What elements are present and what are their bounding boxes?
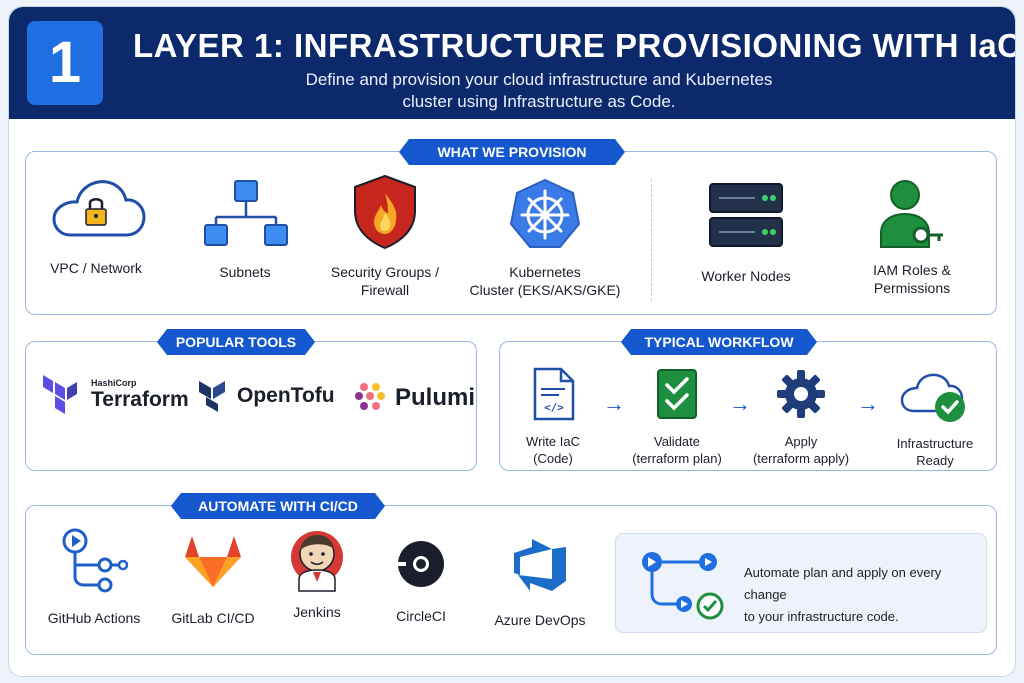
firewall-shield-icon [354, 174, 416, 250]
subtitle-line-2: cluster using Infrastructure as Code. [402, 92, 676, 111]
workflow-label-2: (Code) [533, 451, 573, 466]
subtitle-line-1: Define and provision your cloud infrastr… [305, 70, 773, 89]
kubernetes-icon [509, 178, 581, 248]
page-subtitle: Define and provision your cloud infrastr… [209, 69, 869, 113]
automation-note-text: Automate plan and apply on every change … [744, 562, 984, 628]
provision-label: Kubernetes [509, 264, 581, 280]
workflow-label: Validate [653, 434, 700, 449]
tool-name: Pulumi [395, 384, 476, 411]
cicd-item-github-actions: GitHub Actions [39, 527, 149, 627]
workflow-label-2: (terraform plan) [632, 451, 722, 466]
terraform-logo-icon [43, 375, 77, 414]
code-document-icon: </> [533, 367, 575, 421]
automation-note-line-2: to your infrastructure code. [744, 609, 899, 624]
provision-label: IAM Roles & [873, 262, 951, 278]
provision-item-iam: IAM Roles & Permissions [853, 177, 971, 297]
gitlab-icon [185, 536, 241, 587]
cicd-item-gitlab: GitLab CI/CD [161, 533, 265, 627]
gear-icon [777, 370, 825, 418]
cloud-lock-icon [52, 180, 146, 237]
workflow-step-apply: Apply (terraform apply) [749, 369, 853, 467]
provision-section [25, 151, 997, 315]
workflow-arrow-2: → [729, 391, 751, 416]
azure-devops-icon [514, 539, 566, 591]
workflow-label-2: (terraform apply) [752, 451, 850, 466]
cicd-label: Azure DevOps [494, 612, 586, 628]
tool-brand-label: HashiCorp [91, 378, 137, 388]
provision-label: Subnets [219, 264, 271, 280]
checklist-icon [657, 369, 697, 419]
provision-item-worker-nodes: Worker Nodes [687, 181, 805, 285]
tools-tag: POPULAR TOOLS [157, 329, 315, 355]
cicd-item-jenkins: Jenkins [277, 527, 357, 621]
tools-section [25, 341, 477, 471]
server-icon [709, 183, 783, 247]
workflow-label: Apply [784, 434, 818, 449]
provision-label-2: Permissions [873, 280, 951, 296]
provision-item-subnets: Subnets [189, 179, 301, 281]
workflow-arrow-1: → [603, 391, 625, 416]
workflow-tag: TYPICAL WORKFLOW [621, 329, 817, 355]
workflow-step-validate: Validate (terraform plan) [627, 367, 727, 467]
provision-label: Security Groups / [330, 264, 440, 280]
provision-item-firewall: Security Groups / Firewall [315, 173, 455, 299]
automation-note-line-1: Automate plan and apply on every change [744, 565, 942, 602]
workflow-arrow-3: → [857, 391, 879, 416]
workflow-label: Infrastructure [896, 436, 974, 451]
pulumi-logo-icon [355, 383, 385, 410]
cloud-check-icon [900, 373, 965, 422]
cicd-label: GitHub Actions [47, 610, 141, 626]
workflow-step-ready: Infrastructure Ready [883, 371, 987, 469]
provision-label: VPC / Network [50, 260, 142, 276]
provision-label-2: Cluster (EKS/AKS/GKE) [469, 282, 621, 298]
subnets-icon [204, 180, 288, 246]
circleci-icon [398, 541, 444, 587]
tool-name: OpenTofu [237, 384, 335, 407]
tool-pulumi: Pulumi [353, 381, 475, 415]
workflow-label-2: Ready [916, 453, 954, 468]
opentofu-logo-icon [199, 381, 225, 412]
workflow-label: Write IaC [526, 434, 580, 449]
pipeline-flow-icon [642, 552, 724, 620]
provision-item-kubernetes: Kubernetes Cluster (EKS/AKS/GKE) [465, 177, 625, 299]
provision-label: Worker Nodes [701, 268, 791, 284]
page-title: LAYER 1: INFRASTRUCTURE PROVISIONING WIT… [133, 27, 1016, 64]
github-actions-icon [62, 528, 129, 593]
layer-number-badge: 1 [27, 21, 103, 105]
automation-note-box: Automate plan and apply on every change … [615, 533, 987, 633]
cicd-label: GitLab CI/CD [171, 610, 255, 626]
cicd-tag: AUTOMATE WITH CI/CD [171, 493, 385, 519]
cicd-item-azure-devops: Azure DevOps [483, 537, 597, 629]
tool-terraform: HashiCorp Terraform [41, 373, 189, 417]
cicd-item-circleci: CircleCI [379, 539, 463, 625]
provision-item-vpc: VPC / Network [37, 177, 155, 277]
cicd-label: Jenkins [293, 604, 341, 620]
cicd-label: CircleCI [396, 608, 446, 624]
provision-tag: WHAT WE PROVISION [399, 139, 625, 165]
provision-label-2: Firewall [360, 282, 410, 298]
user-key-icon [880, 180, 943, 248]
tool-opentofu: OpenTofu [197, 379, 335, 413]
workflow-step-write: </> Write IaC (Code) [513, 367, 593, 467]
svg-text:</>: </> [544, 401, 564, 414]
header-banner: 1 LAYER 1: INFRASTRUCTURE PROVISIONING W… [9, 7, 1015, 119]
tool-name: Terraform [91, 388, 189, 411]
jenkins-icon [291, 531, 343, 592]
infographic-card: 1 LAYER 1: INFRASTRUCTURE PROVISIONING W… [8, 6, 1016, 677]
provision-divider [651, 179, 652, 301]
